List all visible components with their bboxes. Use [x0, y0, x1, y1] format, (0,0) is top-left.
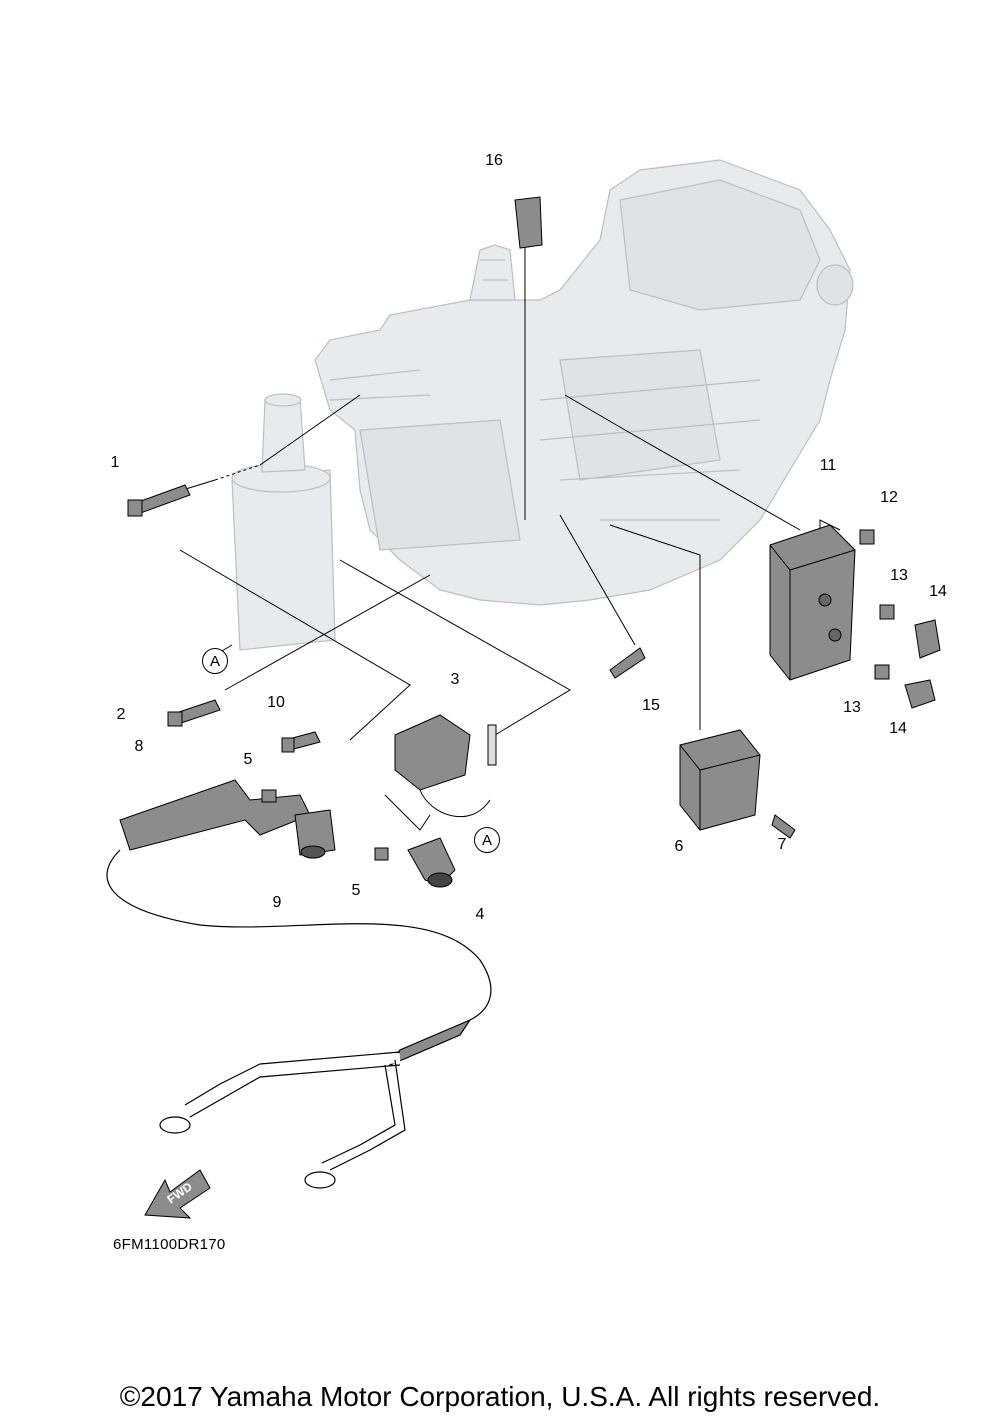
battery-cable — [106, 849, 492, 1189]
callout-4: 4 — [475, 906, 485, 923]
leader-lines — [149, 220, 841, 831]
callout-5-upper: 5 — [243, 751, 253, 768]
callout-15: 15 — [642, 697, 660, 714]
part-3-relay — [394, 714, 497, 818]
callout-12: 12 — [880, 489, 898, 506]
callout-11: 11 — [819, 457, 837, 474]
part-4-elbow — [407, 837, 456, 888]
callout-14-lower: 14 — [889, 720, 907, 737]
callout-9: 9 — [272, 894, 282, 911]
part-14-caps — [904, 619, 941, 709]
engine-block-ghost — [314, 159, 854, 606]
callout-3: 3 — [450, 671, 460, 688]
part-8-cable — [119, 779, 311, 851]
callout-14-upper: 14 — [929, 583, 947, 600]
fasteners — [127, 484, 895, 861]
callout-10: 10 — [267, 694, 285, 711]
callout-2: 2 — [116, 706, 126, 723]
part-9-boot — [294, 809, 336, 859]
callout-5-lower: 5 — [351, 882, 361, 899]
copyright-notice: ©2017 Yamaha Motor Corporation, U.S.A. A… — [119, 1381, 881, 1412]
callout-16: 16 — [485, 152, 503, 169]
callout-8: 8 — [134, 738, 144, 755]
starter-motor-ghost — [231, 393, 336, 651]
callout-1: 1 — [110, 454, 120, 471]
part-11-rectifier — [769, 524, 856, 681]
drawing-code: 6FM1100DR170 — [113, 1236, 226, 1253]
reference-a-left: A — [202, 648, 228, 674]
fwd-arrow — [144, 1169, 211, 1219]
reference-a-right: A — [474, 827, 500, 853]
part-15-16 — [514, 196, 646, 679]
callout-13-upper: 13 — [890, 567, 908, 584]
callout-7: 7 — [777, 836, 787, 853]
callout-13-lower: 13 — [843, 699, 861, 716]
part-6-box — [679, 729, 761, 831]
callout-6: 6 — [674, 838, 684, 855]
